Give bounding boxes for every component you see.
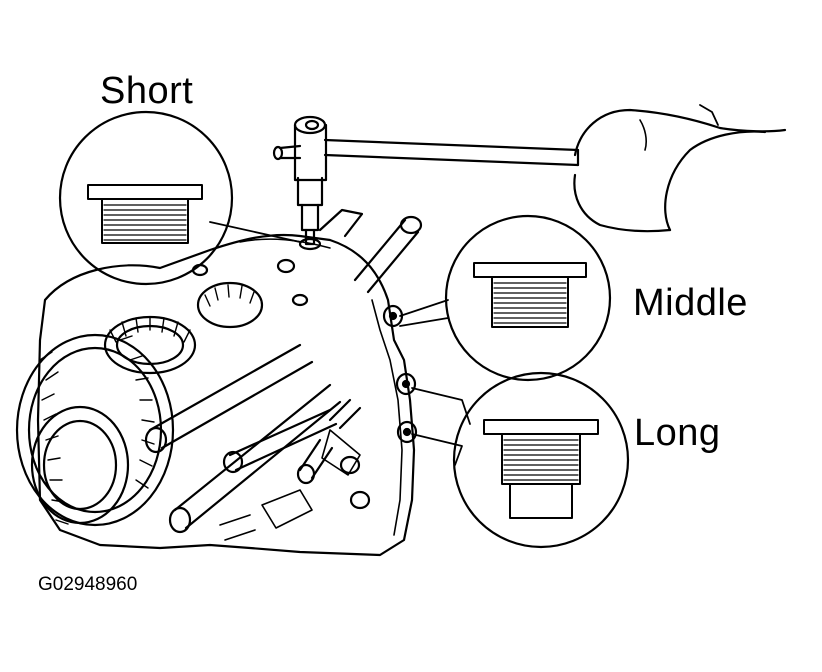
hex-wrench-icon [272,115,580,251]
gear-set [15,281,264,527]
label-middle: Middle [633,282,748,324]
label-long: Long [634,412,721,454]
long-plug-callout [452,371,630,549]
plug-holes [382,304,418,444]
hand [573,104,787,233]
short-plug-callout [58,110,234,286]
callout-leaders [209,221,471,466]
shift-rods [144,208,423,541]
label-short: Short [100,70,194,112]
middle-plug-callout [444,214,612,382]
transmission-housing [36,233,416,557]
figure-code: G02948960 [38,574,138,595]
